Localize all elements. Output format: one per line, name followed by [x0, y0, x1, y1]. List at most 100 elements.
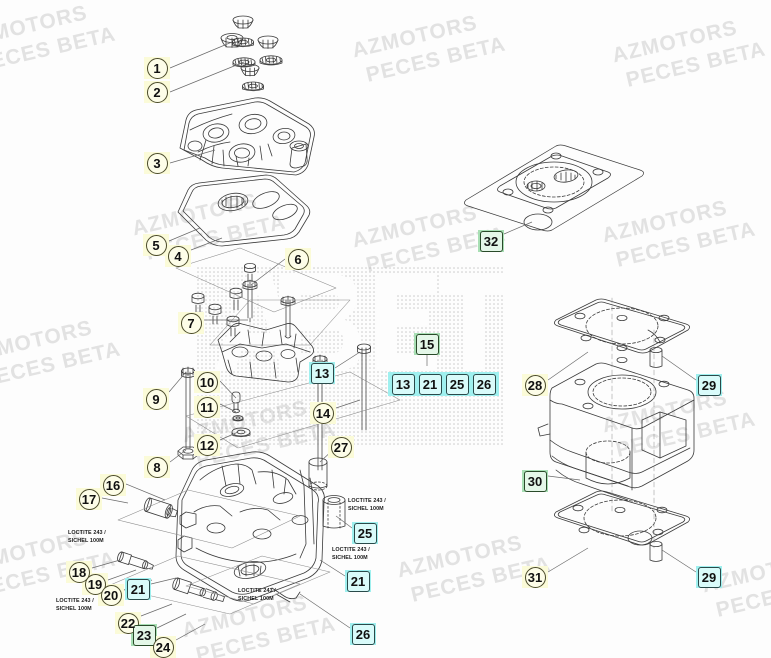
- callout-number: 8: [153, 459, 161, 475]
- callout-20[interactable]: 20: [98, 584, 124, 606]
- leader-line-25: [335, 515, 353, 529]
- callout-17[interactable]: 17: [76, 488, 102, 510]
- callout-2[interactable]: 2: [144, 81, 170, 103]
- callout-number: 12: [199, 437, 215, 453]
- callout-25[interactable]: 25: [352, 522, 378, 544]
- callout-12[interactable]: 12: [194, 434, 220, 456]
- callout-number: 18: [71, 564, 87, 580]
- leader-line-31: [547, 547, 589, 573]
- callout-10[interactable]: 10: [194, 371, 220, 393]
- callout-number: 7: [187, 315, 195, 331]
- callout-11[interactable]: 11: [194, 396, 220, 418]
- leader-line-17: [101, 497, 129, 504]
- callout-23[interactable]: 23: [131, 624, 157, 646]
- callout-32[interactable]: 32: [478, 230, 504, 252]
- callout-6[interactable]: 6: [285, 248, 311, 270]
- callout-number: 26: [476, 376, 492, 392]
- callout-number: 1: [153, 60, 161, 76]
- loctite-note-line-2: SICHEL 100M: [56, 605, 92, 612]
- callout-number: 4: [174, 248, 182, 264]
- callout-28[interactable]: 28: [522, 374, 548, 396]
- leader-line-29b: [661, 549, 697, 573]
- callout-number: 22: [120, 615, 136, 631]
- callout-21[interactable]: 21: [125, 578, 151, 600]
- loctite-note-line-2: SICHEL 100M: [332, 554, 368, 561]
- callout-number: 29: [701, 377, 717, 393]
- callout-8[interactable]: 8: [144, 456, 170, 478]
- leader-line-30: [547, 475, 581, 481]
- callout-22[interactable]: 22: [115, 612, 141, 634]
- callout-27[interactable]: 27: [328, 436, 354, 458]
- loctite-note: LOCTITE 243 /SICHEL 100M: [348, 498, 386, 514]
- callout-number: 30: [527, 473, 543, 489]
- callout-13[interactable]: 13: [309, 362, 335, 384]
- callout-number: 23: [136, 627, 152, 643]
- callout-number: 15: [419, 336, 435, 352]
- leader-line-21: [150, 577, 177, 585]
- callout-4[interactable]: 4: [165, 245, 191, 267]
- callout-number: 2: [153, 84, 161, 100]
- callout-number: 25: [449, 376, 465, 392]
- callout-number: 3: [153, 155, 161, 171]
- callout-number: 19: [87, 576, 103, 592]
- callout-9[interactable]: 9: [143, 388, 169, 410]
- callout-number: 6: [294, 251, 302, 267]
- leader-line-22: [140, 603, 173, 617]
- leader-line-3: [169, 149, 216, 164]
- callout-21b[interactable]: 21: [345, 570, 371, 592]
- loctite-note: LOCTITE 243 /SICHEL 100M: [56, 598, 94, 614]
- leader-line-16: [125, 483, 166, 501]
- callout-number: 32: [483, 233, 499, 249]
- callout-number: 13: [395, 376, 411, 392]
- callout-3[interactable]: 3: [144, 152, 170, 174]
- callout-26[interactable]: 26: [350, 623, 376, 645]
- callout-number: 27: [333, 439, 349, 455]
- loctite-note-line-1: LOCTITE 243 /: [348, 498, 386, 504]
- callout-19[interactable]: 19: [82, 573, 108, 595]
- leader-line-32: [503, 221, 533, 235]
- callout-number: 13: [314, 365, 330, 381]
- callout-31[interactable]: 31: [522, 566, 548, 588]
- loctite-note-line-1: LOCTITE 243 /: [56, 598, 94, 604]
- leader-line-9: [168, 371, 187, 393]
- callout-16[interactable]: 16: [100, 474, 126, 496]
- callout-5[interactable]: 5: [143, 234, 169, 256]
- callout-1[interactable]: 1: [144, 57, 170, 79]
- callout-number: 17: [81, 491, 97, 507]
- callout-number: 31: [527, 569, 543, 585]
- loctite-note-line-2: SICHEL 100M: [238, 595, 274, 602]
- leader-line-1: [169, 41, 233, 69]
- callout-group-item-26[interactable]: 26: [471, 374, 497, 395]
- callout-group-item-25[interactable]: 25: [444, 374, 470, 395]
- loctite-note: LOCTITE 243 /SICHEL 100M: [238, 588, 276, 604]
- callout-number: 21: [130, 581, 146, 597]
- callout-group-item-21[interactable]: 21: [417, 374, 443, 395]
- callout-14[interactable]: 14: [310, 402, 336, 424]
- callout-29b[interactable]: 29: [696, 566, 722, 588]
- callout-group-13-21-25-26[interactable]: 13 21 25 26: [388, 372, 499, 396]
- stipple-beta-watermark: [195, 265, 505, 445]
- callout-15[interactable]: 15: [414, 333, 440, 355]
- callout-29[interactable]: 29: [696, 374, 722, 396]
- callout-number: 16: [105, 477, 121, 493]
- leader-line-2: [169, 61, 245, 93]
- callout-7[interactable]: 7: [178, 312, 204, 334]
- leader-line-8: [169, 449, 187, 463]
- callout-number: 26: [355, 626, 371, 642]
- loctite-note: LOCTITE 243 /SICHEL 100M: [68, 530, 106, 546]
- callout-18[interactable]: 18: [66, 561, 92, 583]
- loctite-note-line-1: LOCTITE 243 /: [68, 530, 106, 536]
- callout-number: 5: [152, 237, 160, 253]
- callout-number: 25: [357, 525, 373, 541]
- loctite-note-line-2: SICHEL 100M: [348, 505, 384, 512]
- callout-group-item-13[interactable]: 13: [390, 374, 416, 395]
- callout-number: 14: [315, 405, 331, 421]
- callout-30[interactable]: 30: [522, 470, 548, 492]
